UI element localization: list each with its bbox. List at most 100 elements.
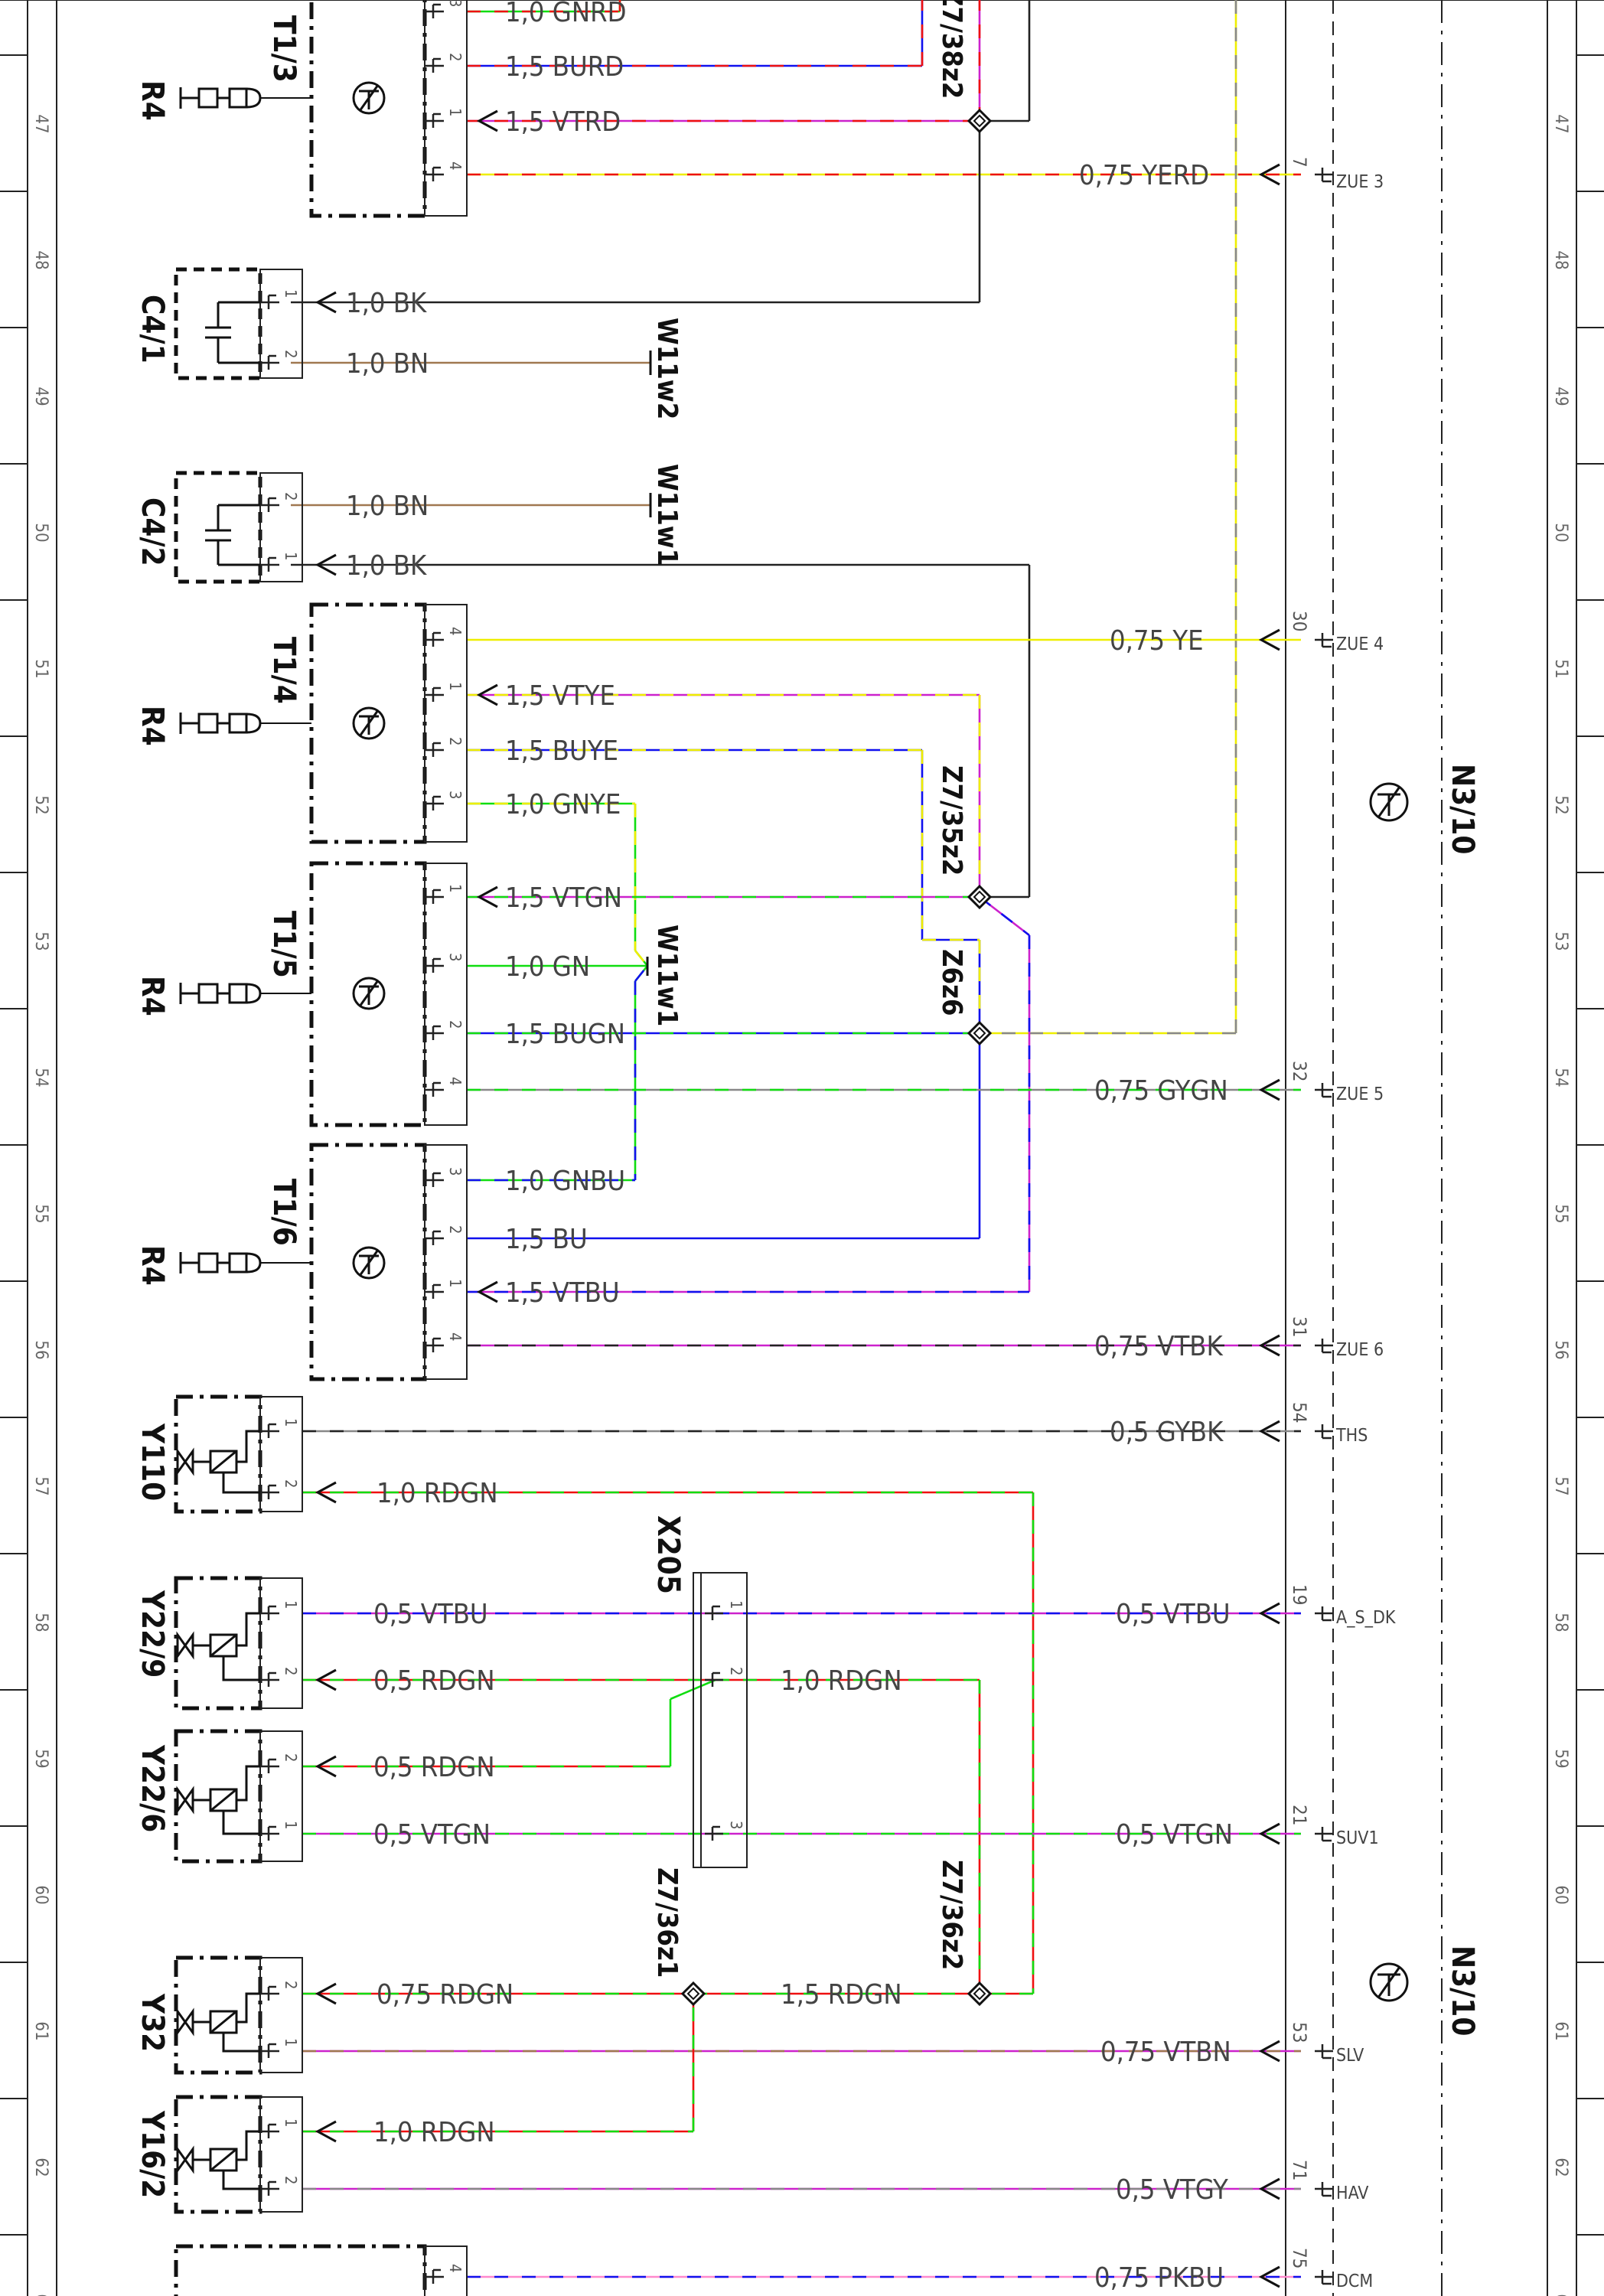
wire-label: 0,75 YERD: [1079, 160, 1209, 191]
capacitor-symbols: [205, 301, 260, 566]
row-number: 51: [31, 659, 51, 678]
pin-digit: 4: [446, 1077, 465, 1085]
wire-label: 0,5 VTGN: [373, 1819, 491, 1851]
pin-digit: 1: [282, 552, 300, 560]
pin-label: ZUE 6: [1336, 1340, 1384, 1360]
t16-label: T1/6: [266, 1179, 302, 1246]
pin-stub: [1315, 633, 1333, 648]
y32-valve-icon: [176, 1992, 260, 2053]
pin-stub: [705, 1671, 723, 1687]
row-number: 47: [1551, 114, 1570, 133]
row-number: 54: [31, 1068, 51, 1087]
pin-digit: 2: [446, 1225, 465, 1234]
arrow-icon: [1258, 628, 1280, 651]
y229-label: Y22/9: [135, 1590, 170, 1678]
row-number: 63: [31, 2294, 51, 2296]
wire-label: 1,5 BUGN: [505, 1019, 625, 1050]
w11w1-label: W11w1: [651, 464, 683, 566]
r4-plug-t16: [179, 1252, 311, 1274]
wire-label: 1,0 BN: [346, 348, 429, 380]
pin-digit: 1: [446, 108, 465, 116]
pin-stub: [425, 1283, 444, 1299]
z735z2-label: Z7/35z2: [936, 765, 967, 876]
pin-stub: [425, 1172, 444, 1187]
row-number: 50: [1551, 523, 1570, 542]
wire-label: 0,75 YE: [1110, 625, 1204, 657]
t15-coil-symbol: [352, 977, 386, 1010]
wire-label: 1,5 VTRD: [505, 106, 621, 138]
splice-icon: [680, 1981, 706, 2007]
n310-symbol-2: [1369, 1962, 1409, 2002]
y162-valve-icon: [176, 2130, 260, 2190]
pin-stub: [1315, 168, 1333, 183]
valve-symbols: [176, 1430, 260, 2190]
r4-label-t16: R4: [135, 1245, 170, 1286]
arrow-icon: [315, 1481, 337, 1504]
pin-stub: [425, 1025, 444, 1040]
pin-digit: 1: [446, 682, 465, 690]
pin-stub: [261, 1484, 279, 1499]
pin-digit: 1: [446, 1279, 465, 1287]
arrow-icon: [1258, 1334, 1280, 1357]
row-number: 63: [1551, 2294, 1570, 2296]
pin-stub: [425, 113, 444, 128]
ground-symbols: [646, 351, 652, 976]
c42-capacitor-icon: [205, 504, 260, 566]
pin-stub: [261, 2123, 279, 2138]
c42-box: [174, 471, 262, 584]
spark-plug-connectors: [179, 87, 311, 1274]
pin-number: 19: [1289, 1584, 1310, 1605]
pin-digit: 1: [282, 2038, 300, 2047]
pin-stub: [425, 57, 444, 73]
arrow-icon: [1258, 2040, 1280, 2063]
r4-label-t15: R4: [135, 976, 170, 1016]
wire-label: 1,5 VTBU: [505, 1277, 620, 1309]
wire-label: 1,5 BUYE: [505, 735, 618, 767]
pin-digit: 1: [727, 1600, 745, 1609]
pin-digit: 1: [282, 1418, 300, 1427]
wire-label: 0,5 RDGN: [373, 1752, 495, 1783]
row-number: 56: [31, 1340, 51, 1359]
pin-digit: 2: [446, 53, 465, 61]
pin-stub: [261, 1423, 279, 1438]
wire-label: 1,0 RDGN: [377, 1478, 498, 1509]
splice-icon: [967, 884, 993, 910]
r4-plug-t14: [179, 713, 311, 734]
row-number: 54: [1551, 1068, 1570, 1087]
z736z1-label: Z7/36z1: [651, 1867, 683, 1978]
row-number: 59: [1551, 1749, 1570, 1768]
arrow-icon: [1258, 1420, 1280, 1443]
arrow-icon: [1258, 2177, 1280, 2200]
y226-label: Y22/6: [135, 1744, 170, 1832]
wire-label: 0,5 VTGN: [1116, 1819, 1233, 1851]
wire-label: 0,5 GYBK: [1110, 1417, 1224, 1448]
coil-symbols: [352, 81, 1409, 2002]
w11w2-label: W11w2: [651, 318, 683, 419]
pin-stub: [1315, 2044, 1333, 2060]
arrow-icon: [315, 291, 337, 314]
arrow-icon: [315, 1755, 337, 1778]
pin-stub: [425, 166, 444, 181]
arrow-icon: [1258, 1078, 1280, 1101]
wire-label: 1,0 GN: [505, 951, 590, 983]
pin-label: ZUE 3: [1336, 172, 1384, 192]
pin-stub: [261, 556, 279, 572]
wire-label: 1,0 GNYE: [505, 789, 621, 820]
wire-label: 1,0 BK: [346, 288, 427, 319]
c41-capacitor-icon: [205, 301, 260, 364]
pin-digit: 2: [282, 350, 300, 358]
wire-label: 1,0 RDGN: [781, 1665, 902, 1697]
r4-label-t14: R4: [135, 706, 170, 746]
component-boxes: [174, 0, 427, 2296]
pin-digit: 1: [282, 289, 300, 298]
row-number: 57: [31, 1476, 51, 1495]
pin-stub: [261, 1605, 279, 1620]
c41-box: [174, 267, 262, 380]
y226-valve-icon: [176, 1765, 260, 1835]
arrow-icon: [1258, 163, 1280, 186]
pin-digit: 2: [282, 1981, 300, 1989]
pin-stub: [261, 497, 279, 512]
c42-label: C4/2: [135, 497, 170, 566]
n310-label-1: N3/10: [1445, 764, 1480, 854]
